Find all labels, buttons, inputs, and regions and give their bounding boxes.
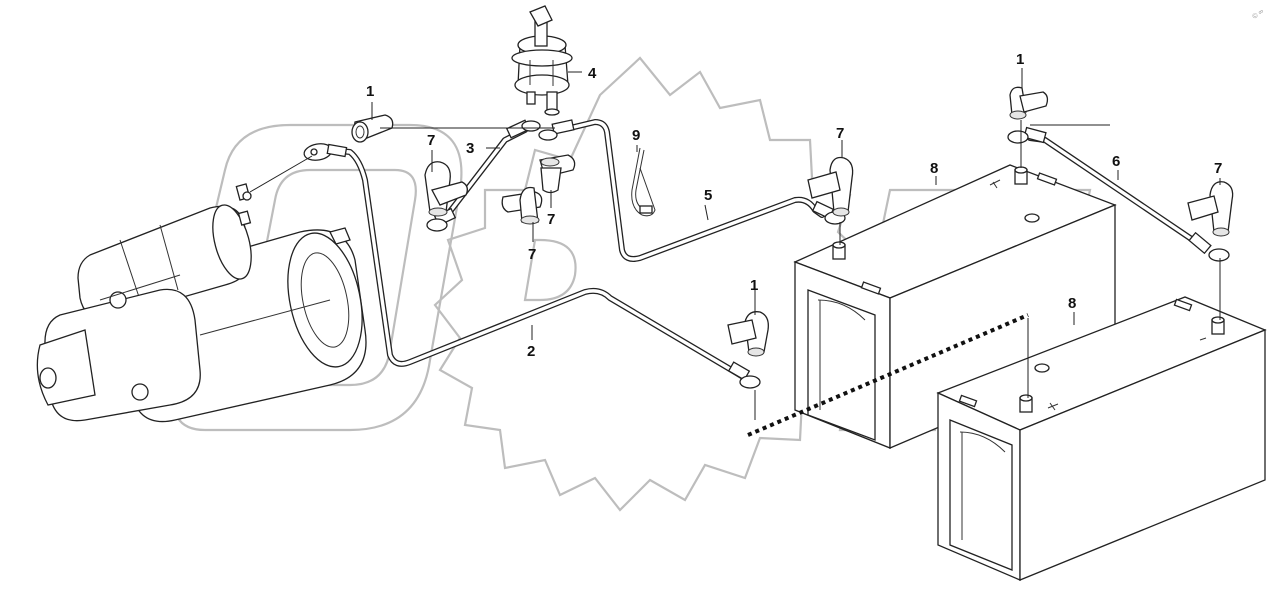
cable-2 (303, 143, 761, 389)
callout-1-lower: 1 (750, 277, 758, 294)
terminal-boot-1c (727, 311, 769, 357)
callout-4-switch: 4 (588, 65, 597, 82)
terminal-boot-7e (1187, 181, 1234, 237)
battery-upper (793, 164, 1117, 449)
callout-7-center: 7 (547, 211, 555, 228)
callout-labels: 1 4 3 7 7 7 9 5 2 7 1 6 7 8 8 1 7 (366, 51, 1222, 360)
callout-5-cable: 5 (704, 187, 712, 204)
callout-6-cable: 6 (1112, 153, 1120, 170)
callout-8-upper-battery: 8 (930, 160, 938, 177)
terminal-boot-7a (424, 161, 468, 217)
callout-7-left: 7 (427, 132, 435, 149)
dotted-connection-line (747, 313, 1029, 437)
terminal-boot-7b (501, 186, 543, 225)
callout-7-right: 7 (1214, 160, 1222, 177)
terminal-boot-7c (539, 154, 576, 194)
callout-9-tie: 9 (632, 127, 640, 144)
callout-2-cable: 2 (527, 343, 535, 360)
starter-motor (36, 183, 367, 423)
terminal-boot-7d (807, 156, 854, 217)
svg-text:© ∞: © ∞ (1251, 7, 1266, 20)
callout-3-cable: 3 (466, 140, 474, 157)
battery-switch (511, 5, 573, 141)
callout-7-battery-top: 7 (836, 125, 844, 142)
terminal-boot-1b (1009, 86, 1049, 120)
callout-7-center-lower: 7 (528, 246, 536, 263)
callout-1-starter: 1 (366, 83, 374, 100)
cable-tie (631, 147, 656, 217)
callout-1-battery-top: 1 (1016, 51, 1024, 68)
callout-8-lower-battery: 8 (1068, 295, 1076, 312)
cable-6 (1007, 126, 1230, 262)
leader-lines (249, 68, 1221, 420)
battery-lower (936, 296, 1267, 581)
terminal-boot-1a (351, 114, 394, 143)
